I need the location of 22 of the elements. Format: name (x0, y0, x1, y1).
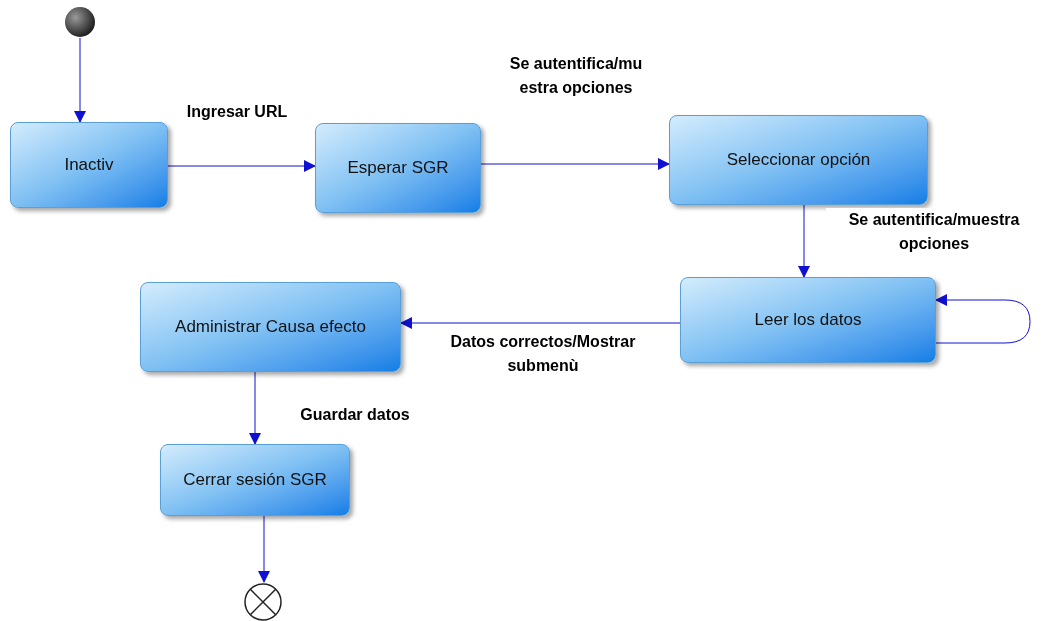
arrow (258, 515, 270, 583)
arrow (480, 158, 670, 170)
state-label: Cerrar sesión SGR (182, 469, 328, 492)
arrow (74, 37, 86, 123)
start-node (64, 6, 96, 38)
state-box (10, 122, 168, 208)
arrow (798, 204, 810, 278)
end-node (243, 582, 285, 621)
state-label: Inactiv (63, 154, 115, 177)
state-label: Administrar Causa efecto (174, 316, 367, 339)
arrow (167, 160, 316, 172)
state-box (140, 282, 401, 372)
state-label: Seleccionar opción (725, 149, 872, 172)
arrow (400, 317, 681, 329)
state-box (680, 277, 936, 363)
state-label: Esperar SGR (346, 157, 450, 180)
state-box (669, 115, 928, 205)
state-label: Leer los datos (753, 309, 863, 332)
arrow (249, 371, 261, 445)
state-box (315, 123, 481, 213)
arrow (935, 294, 1031, 344)
state-box (160, 444, 350, 516)
